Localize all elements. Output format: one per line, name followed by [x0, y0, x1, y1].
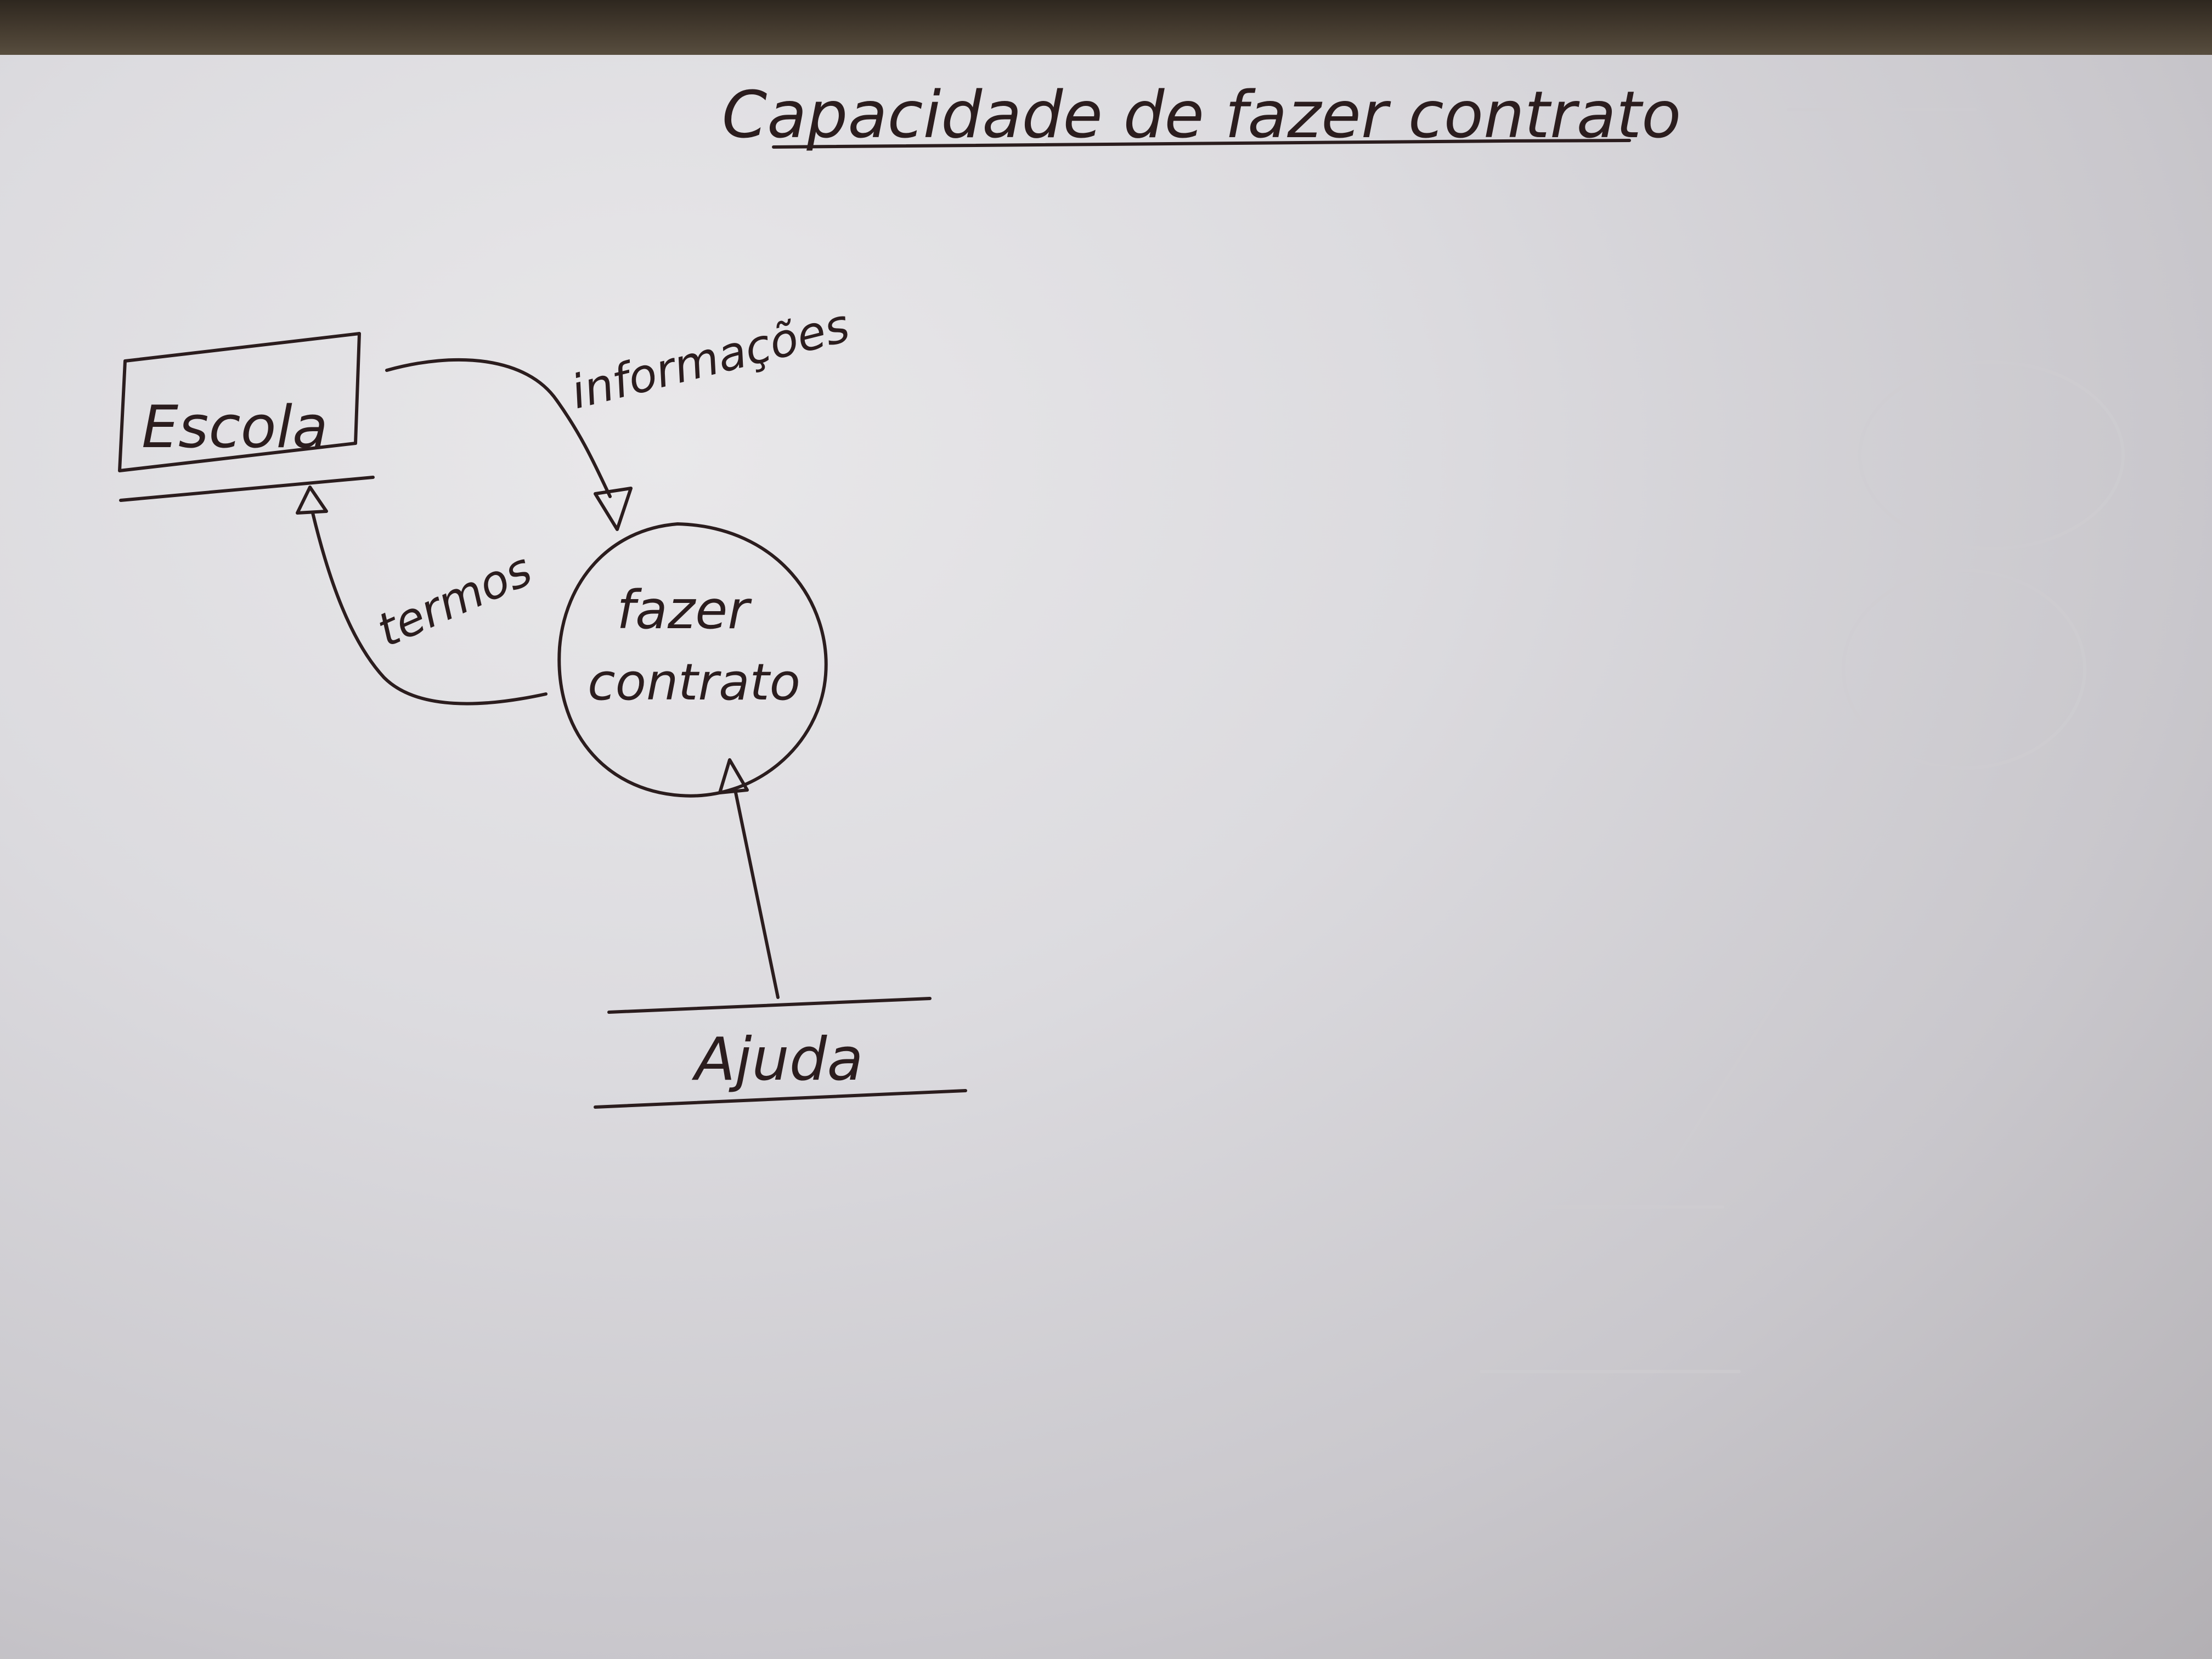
flow-arrowhead [296, 486, 328, 515]
flow-informacoes: informações [385, 298, 855, 531]
show-through-ghost [1480, 108, 2125, 1373]
process-circle [557, 522, 828, 798]
table-edge [0, 0, 2212, 60]
flow-termos: termos [296, 486, 548, 706]
store-top-line [607, 997, 932, 1014]
flow-arrowhead [718, 758, 749, 794]
store-bottom-line [594, 1089, 967, 1109]
entity-label: Escola [142, 393, 328, 461]
flow-label: informações [566, 298, 855, 420]
entity-box [118, 332, 361, 472]
process-fazer-contrato: fazer contrato [557, 522, 828, 798]
flow-line [385, 358, 612, 498]
entity-escola: Escola [118, 332, 375, 502]
flow-ajuda-to-process [718, 758, 780, 999]
entity-shadow-line [119, 476, 375, 502]
process-label-line2: contrato [588, 653, 800, 712]
store-label: Ajuda [691, 1025, 863, 1094]
flow-line [311, 511, 548, 706]
flow-label: termos [369, 542, 539, 657]
flow-line [733, 788, 780, 999]
title-underline [772, 139, 1631, 149]
flow-arrowhead [594, 487, 633, 531]
paper-sheet [0, 55, 2212, 1659]
process-label-line1: fazer [617, 579, 752, 641]
store-ajuda: Ajuda [594, 997, 967, 1109]
